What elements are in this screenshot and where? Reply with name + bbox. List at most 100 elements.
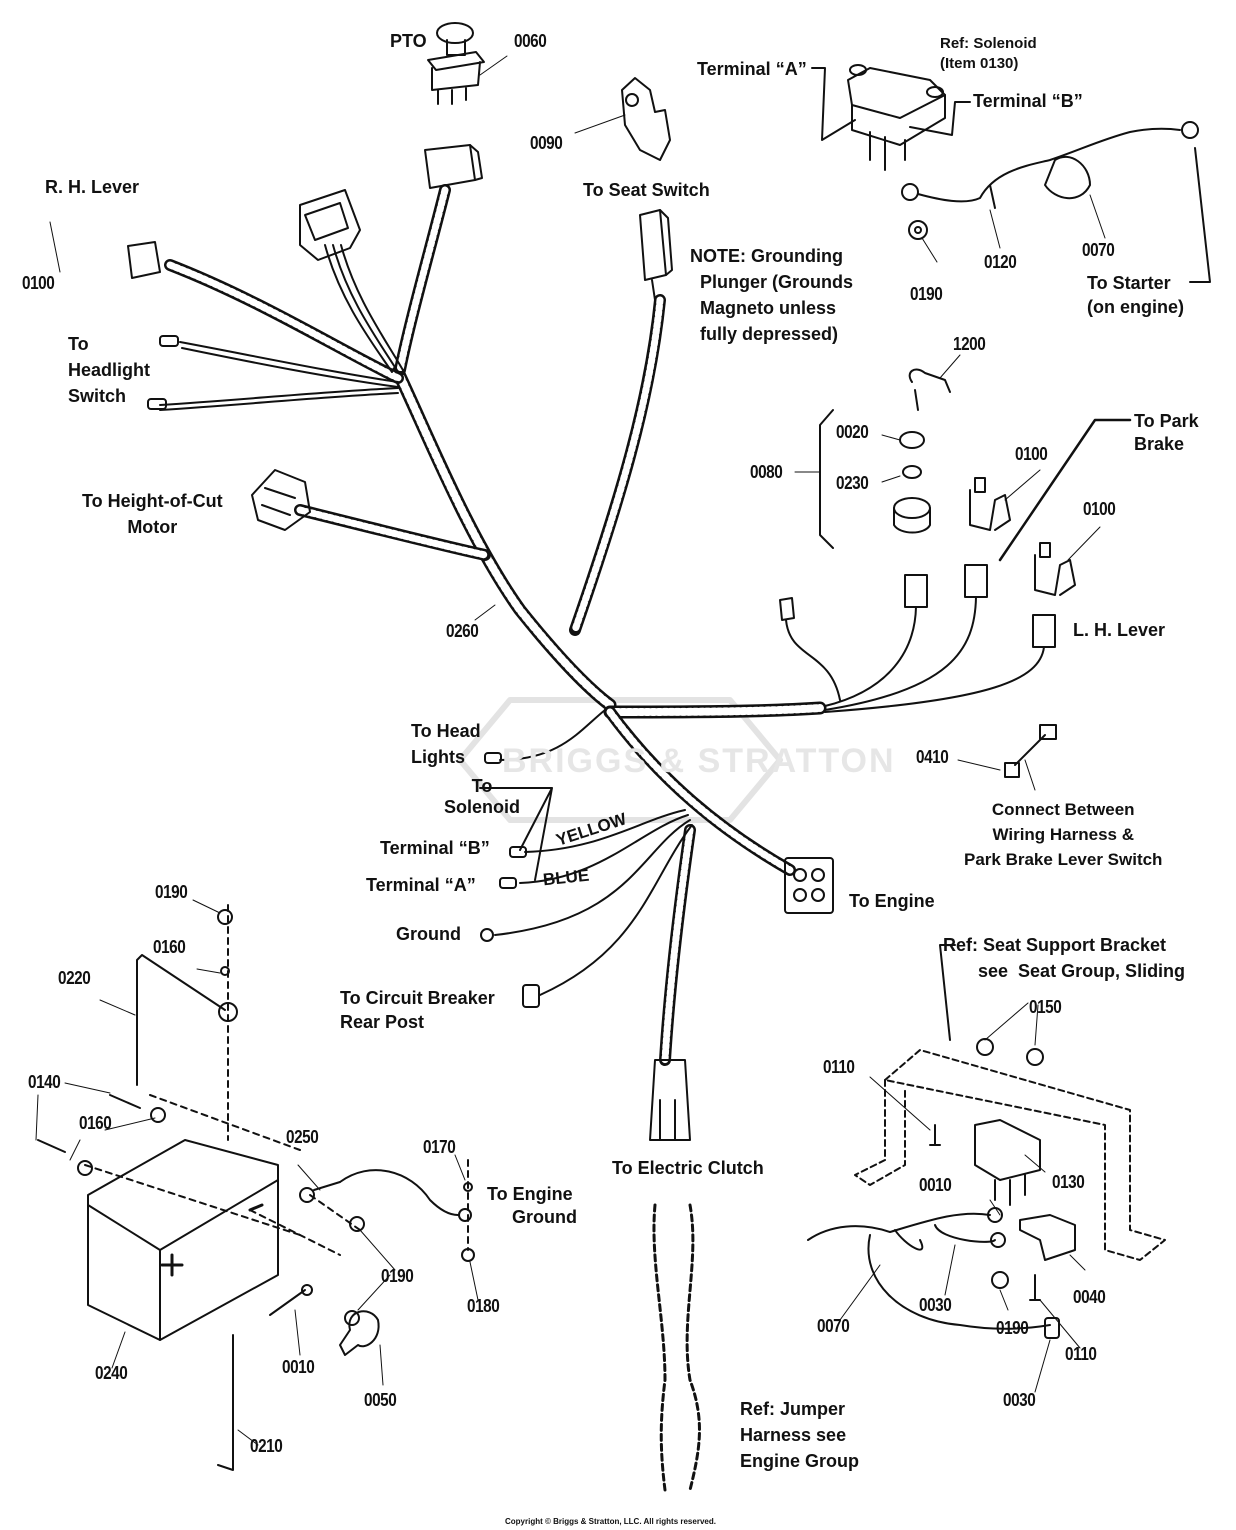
main-harness xyxy=(164,184,827,1066)
right-wires xyxy=(785,596,1045,713)
callout-0070-top: 0070 xyxy=(1082,240,1115,260)
solenoid-bottom xyxy=(974,1119,1041,1206)
callout-0130: 0130 xyxy=(1052,1172,1085,1192)
label-terminal-a-top: Terminal “A” xyxy=(697,59,807,79)
bottom-cable-0070 xyxy=(807,1207,1060,1339)
callout-0010-right: 0010 xyxy=(919,1175,952,1195)
harness-branch-clutch-fill xyxy=(661,826,694,1064)
callout-0100-b: 0100 xyxy=(1083,499,1116,519)
park-brake-arrow xyxy=(998,418,1132,562)
terminal-0010-battery xyxy=(269,1284,313,1316)
harness-branch-seat-fill xyxy=(571,296,664,634)
label-to-park-brake: To Park Brake xyxy=(1134,411,1199,454)
label-terminal-a: Terminal “A” xyxy=(366,875,476,895)
boot-0050 xyxy=(339,1310,380,1356)
nut-0190-top xyxy=(908,220,928,240)
callout-0180: 0180 xyxy=(467,1296,500,1316)
label-to-starter: To Starter (on engine) xyxy=(1087,273,1184,317)
height-of-cut-connector xyxy=(251,469,311,531)
callout-0080: 0080 xyxy=(750,462,783,482)
callout-0190-top: 0190 xyxy=(910,284,943,304)
solenoid xyxy=(847,64,946,171)
harness-branch-hoc-fill xyxy=(296,506,489,559)
to-starter-arrow xyxy=(1189,147,1211,283)
callout-0220: 0220 xyxy=(58,968,91,988)
connector-top-housing xyxy=(299,189,361,261)
lower-wires xyxy=(494,709,693,996)
callout-0250: 0250 xyxy=(286,1127,319,1147)
callout-0160-top: 0160 xyxy=(153,937,186,957)
ignition-parts xyxy=(893,431,931,534)
label-to-circuit-breaker: To Circuit Breaker Rear Post xyxy=(340,988,495,1032)
callout-0260: 0260 xyxy=(446,621,479,641)
callout-1200: 1200 xyxy=(953,334,986,354)
harness-branch-seat xyxy=(569,294,666,636)
terminal-leaders-top xyxy=(811,67,971,141)
jumper-0410 xyxy=(1004,724,1057,778)
label-connect-between: Connect Between Wiring Harness & Park Br… xyxy=(964,800,1163,869)
label-to-height-of-cut-motor: To Height-of-Cut Motor xyxy=(82,491,223,537)
callout-0040: 0040 xyxy=(1073,1287,1106,1307)
seat-bracket xyxy=(854,1049,1166,1261)
jumper-harness xyxy=(652,1203,701,1492)
battery-cable-0250 xyxy=(299,1169,472,1222)
bracket-0040 xyxy=(1019,1214,1076,1261)
label-to-engine-ground: To Engine Ground xyxy=(487,1184,577,1227)
label-ground: Ground xyxy=(396,924,461,944)
callout-0110-top: 0110 xyxy=(823,1057,855,1077)
label-ref-solenoid: Ref: Solenoid (Item 0130) xyxy=(940,35,1037,72)
label-ref-seat-support-bracket: Ref: Seat Support Bracket see Seat Group… xyxy=(943,935,1186,981)
harness-branch-top-fill xyxy=(396,186,449,374)
callout-0190-low: 0190 xyxy=(381,1266,414,1286)
harness-branch-rh-fill xyxy=(166,261,402,382)
label-note-grounding-plunger: NOTE: Grounding Plunger (Grounds Magneto… xyxy=(690,246,854,344)
label-ref-jumper-harness: Ref: Jumper Harness see Engine Group xyxy=(740,1399,859,1471)
starter-cable xyxy=(901,121,1199,209)
label-to-engine: To Engine xyxy=(849,891,935,911)
lower-terminals xyxy=(480,752,540,1008)
ignition-bracket xyxy=(819,409,834,549)
bolt-0110-bottom xyxy=(1029,1274,1041,1301)
copyright-notice: Copyright © Briggs & Stratton, LLC. All … xyxy=(505,1517,716,1526)
callout-0020: 0020 xyxy=(836,422,869,442)
label-to-headlight-switch: To Headlight Switch xyxy=(68,334,151,406)
battery-0240 xyxy=(87,1139,279,1341)
callout-0150: 0150 xyxy=(1029,997,1062,1017)
right-connectors xyxy=(779,564,1056,648)
battery-bolts xyxy=(37,1094,141,1153)
bolt-0110-top xyxy=(929,1124,941,1146)
harness-trunk-fill xyxy=(394,368,614,709)
callout-0170: 0170 xyxy=(423,1137,456,1157)
label-terminal-b-top: Terminal “B” xyxy=(973,91,1083,111)
label-to-electric-clutch: To Electric Clutch xyxy=(612,1158,764,1178)
callout-0070-bottom: 0070 xyxy=(817,1316,850,1336)
label-terminal-b: Terminal “B” xyxy=(380,838,490,858)
battery-rod-0210 xyxy=(217,1334,234,1471)
callout-0140: 0140 xyxy=(28,1072,61,1092)
connector-top-square xyxy=(424,144,483,189)
watermark-logo xyxy=(457,697,783,823)
ignition-key xyxy=(908,368,951,411)
pto-switch xyxy=(427,22,485,105)
callout-0100-a: 0100 xyxy=(1015,444,1048,464)
callout-0210: 0210 xyxy=(250,1436,283,1456)
headlight-switch-terminals xyxy=(147,335,179,410)
callout-0030-bottom: 0030 xyxy=(1003,1390,1036,1410)
callout-0050: 0050 xyxy=(364,1390,397,1410)
callout-0160-bottom: 0160 xyxy=(79,1113,112,1133)
callout-0240: 0240 xyxy=(95,1363,128,1383)
harness-branch-right-fill xyxy=(606,704,824,716)
callout-0100-rh: 0100 xyxy=(22,273,55,293)
callout-0010-battery: 0010 xyxy=(282,1357,315,1377)
callout-0190-battery: 0190 xyxy=(155,882,188,902)
to-solenoid-arrows xyxy=(479,787,553,881)
label-pto: PTO xyxy=(390,31,427,51)
harness-branch-engine-fill xyxy=(606,708,794,874)
battery-hardware-dashed xyxy=(84,904,469,1256)
label-to-solenoid: To Solenoid xyxy=(444,776,520,817)
engine-connector xyxy=(784,857,834,914)
headlight-switch-wires xyxy=(159,341,399,411)
callout-0030-mid: 0030 xyxy=(919,1295,952,1315)
